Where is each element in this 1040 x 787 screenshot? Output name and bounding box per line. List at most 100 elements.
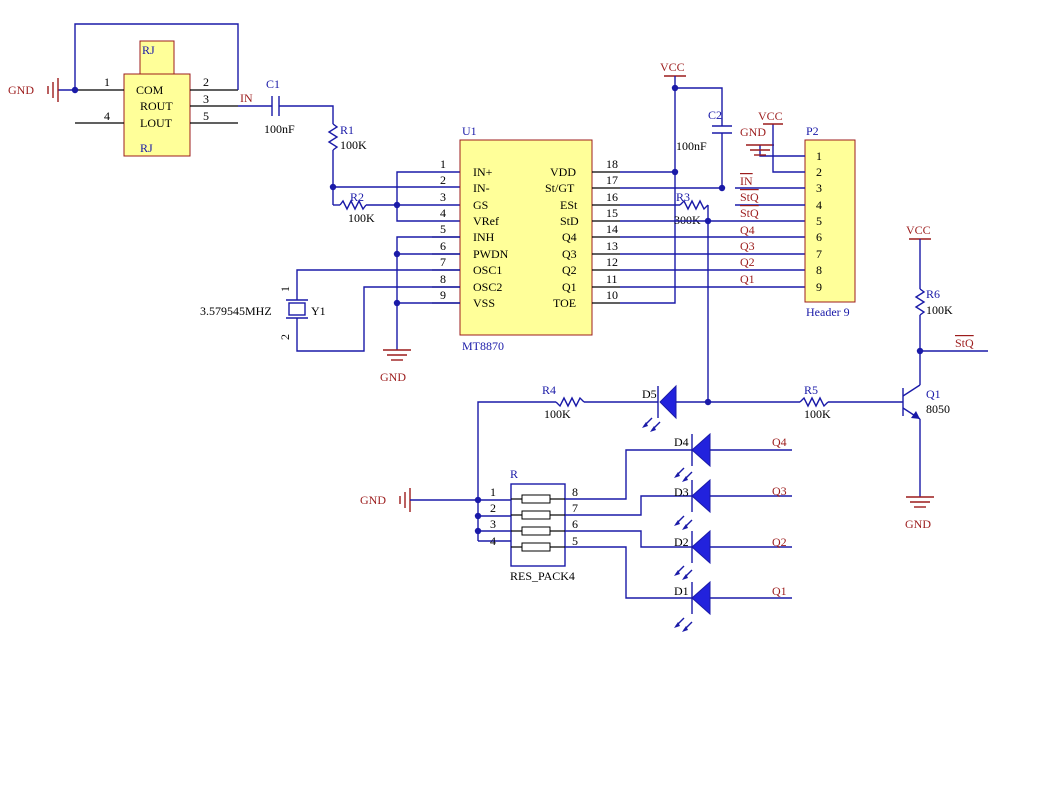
u1-pin-name-14: Q4 xyxy=(562,230,577,244)
u1-pin-name-18: VDD xyxy=(550,165,576,179)
rj-pin-num-4: 4 xyxy=(104,109,110,123)
rj-tab xyxy=(139,40,175,75)
u1-pin-num-4: 4 xyxy=(440,206,446,220)
u1-pin-num-6: 6 xyxy=(440,239,446,253)
vcc-label-p2: VCC xyxy=(758,109,783,123)
u1-part: MT8870 xyxy=(462,339,504,353)
u1-pin-num-5: 5 xyxy=(440,222,446,236)
r6-value: 100K xyxy=(926,303,953,317)
led-d2: D2 xyxy=(674,529,711,580)
r3-ref: R3 xyxy=(676,190,690,204)
rj-pin-num-2: 2 xyxy=(203,75,209,89)
respack-body xyxy=(510,483,566,567)
net-label-q2-led: Q2 xyxy=(772,535,787,549)
q1-part: 8050 xyxy=(926,402,950,416)
d2-ref: D2 xyxy=(674,535,689,549)
vcc-label-u1: VCC xyxy=(660,60,685,74)
net-label-q1-p2: Q1 xyxy=(740,272,755,286)
gnd-label-rj: GND xyxy=(8,83,34,97)
u1-pin-num-18: 18 xyxy=(606,157,618,171)
ic-u1-mt8870: U1 MT8870 IN+ IN- GS VRef INH PWDN OSC1 … xyxy=(432,124,618,353)
net-label-q2-p2: Q2 xyxy=(740,255,755,269)
led-d1: D1 xyxy=(674,580,711,632)
u1-pin-num-16: 16 xyxy=(606,190,618,204)
net-label-q3-p2: Q3 xyxy=(740,239,755,253)
capacitor-c2: C2 100nF xyxy=(676,108,732,153)
r5-ref: R5 xyxy=(804,383,818,397)
d4-ref: D4 xyxy=(674,435,689,449)
u1-pin-num-17: 17 xyxy=(606,173,618,187)
gnd-label-u1: GND xyxy=(380,370,406,384)
rj-module: RJ RJ COM ROUT LOUT 1 2 3 4 5 xyxy=(75,40,238,157)
p2-pin-8: 8 xyxy=(816,263,822,277)
respack-pin-4: 4 xyxy=(490,534,496,548)
net-label-q3-led: Q3 xyxy=(772,484,787,498)
p2-pin-1: 1 xyxy=(816,149,822,163)
gnd-symbol-p2: GND xyxy=(740,125,774,156)
resistor-r6: R6 100K xyxy=(914,287,953,317)
u1-pin-num-1: 1 xyxy=(440,157,446,171)
r2-value: 100K xyxy=(348,211,375,225)
u1-pin-name-16: ESt xyxy=(560,198,578,212)
rj-pin-num-1: 1 xyxy=(104,75,110,89)
u1-pin-name-6: PWDN xyxy=(473,247,509,261)
u1-pin-name-8: OSC2 xyxy=(473,280,502,294)
respack-part: RES_PACK4 xyxy=(510,569,575,583)
p2-body xyxy=(804,139,856,303)
resistor-pack-r: R RES_PACK4 1 2 3 4 8 7 6 5 xyxy=(490,467,578,583)
respack-ref: R xyxy=(510,467,518,481)
led-d3: D3 xyxy=(674,478,711,530)
r3-value: 300K xyxy=(674,213,701,227)
respack-pin-7: 7 xyxy=(572,501,578,515)
transistor-q1: Q1 8050 xyxy=(902,384,950,420)
u1-pin-num-8: 8 xyxy=(440,272,446,286)
p2-pin-9: 9 xyxy=(816,280,822,294)
r4-value: 100K xyxy=(544,407,571,421)
c1-ref: C1 xyxy=(266,77,280,91)
vcc-label-r6: VCC xyxy=(906,223,931,237)
vcc-symbol-r6: VCC xyxy=(906,223,931,240)
rj-loop-wire xyxy=(74,23,239,90)
u1-pin-num-10: 10 xyxy=(606,288,618,302)
p2-part: Header 9 xyxy=(806,305,850,319)
d3-ref: D3 xyxy=(674,485,689,499)
u1-pin-name-7: OSC1 xyxy=(473,263,502,277)
p2-pin-2: 2 xyxy=(816,165,822,179)
r5-value: 100K xyxy=(804,407,831,421)
q1-ref: Q1 xyxy=(926,387,941,401)
rj-pin-num-5: 5 xyxy=(203,109,209,123)
u1-pin-num-13: 13 xyxy=(606,239,618,253)
y1-ref: Y1 xyxy=(311,304,326,318)
gnd-label-p2: GND xyxy=(740,125,766,139)
respack-pin-3: 3 xyxy=(490,517,496,531)
c1-value: 100nF xyxy=(264,122,295,136)
resistor-r5: R5 100K xyxy=(799,383,831,421)
crystal-y1: 3.579545MHZ Y1 1 2 xyxy=(200,286,326,340)
r1-ref: R1 xyxy=(340,123,354,137)
u1-ref: U1 xyxy=(462,124,477,138)
resistor-r1: R1 100K xyxy=(327,123,367,152)
u1-pin-num-12: 12 xyxy=(606,255,618,269)
u1-pin-name-17: St/GT xyxy=(545,181,575,195)
net-label-q4-p2: Q4 xyxy=(740,223,755,237)
net-label-q1-led: Q1 xyxy=(772,584,787,598)
u1-pin-num-2: 2 xyxy=(440,173,446,187)
u1-pin-name-1: IN+ xyxy=(473,165,493,179)
y1-value: 3.579545MHZ xyxy=(200,304,272,318)
respack-pin-2: 2 xyxy=(490,501,496,515)
header-p2: P2 Header 9 1 2 3 4 5 6 7 8 9 xyxy=(804,124,856,319)
u1-pin-num-11: 11 xyxy=(606,272,618,286)
d1-ref: D1 xyxy=(674,584,689,598)
gnd-symbol-respack: GND xyxy=(360,488,478,512)
net-label-in-p2: IN xyxy=(740,174,753,188)
net-label-q4-led: Q4 xyxy=(772,435,787,449)
c2-value: 100nF xyxy=(676,139,707,153)
u1-pin-name-9: VSS xyxy=(473,296,495,310)
respack-pin-8: 8 xyxy=(572,485,578,499)
y1-pin2: 2 xyxy=(278,334,292,340)
rj-pin-rout: ROUT xyxy=(140,99,173,113)
u1-pin-name-13: Q3 xyxy=(562,247,577,261)
rj-body xyxy=(123,73,191,157)
p2-pin-6: 6 xyxy=(816,230,822,244)
vcc-symbol-u1: VCC xyxy=(660,60,686,77)
